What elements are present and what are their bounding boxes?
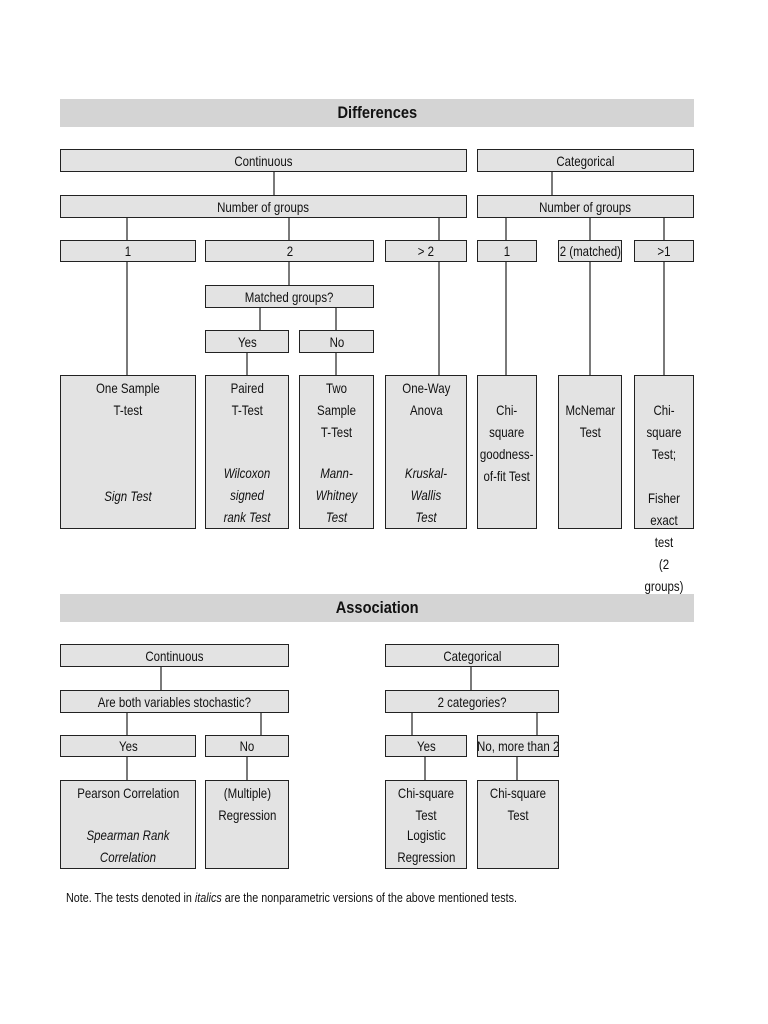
diff-matched-groups-label: Matched groups? [245,288,334,305]
differences-header: Differences [60,99,694,127]
diff-one-sample-box: One Sample T-test Sign Test [60,375,196,529]
wilcoxon-signed-rank-test: Wilcoxon signed rank Test [223,465,271,525]
assoc-continuous-node: Continuous [60,644,289,667]
two-sample-t-test: Two Sample T-Test [317,380,356,440]
one-sample-t-test: One Sample T-test [96,380,160,418]
diff-chi-fisher-box: Chi-square Test; Fisher exact test (2 gr… [634,375,694,594]
footnote-prefix: Note. The tests denoted in [66,891,195,905]
diff-group-gt2-label: > 2 [417,243,435,259]
assoc-categorical-label: Categorical [442,647,502,664]
assoc-two-categories-label: 2 categories? [437,693,507,710]
diff-group-2-node: 2 [205,240,374,262]
pearson-correlation: Pearson Correlation [76,785,180,801]
diff-group-1-node: 1 [60,240,196,262]
diff-cat-1-node: 1 [477,240,537,262]
diff-continuous-label: Continuous [234,152,293,169]
diff-matched-groups-node: Matched groups? [205,285,374,308]
diff-group-1-label: 1 [124,243,132,259]
assoc-continuous-label: Continuous [145,647,204,664]
assoc-chi-logistic-box: Chi-square Test Logistic Regression [385,780,467,869]
diff-continuous-node: Continuous [60,149,467,172]
diff-no-label: No [329,333,344,350]
differences-title: Differences [337,103,417,122]
assoc-cont-yes-node: Yes [60,735,196,757]
assoc-cat-no-more-than-2-node: No, more than 2 [477,735,559,757]
diff-one-way-box: One-Way Anova Kruskal-Wallis Test [385,375,467,529]
diff-chi-gof-box: Chi-square goodness- of-fit Test [477,375,537,529]
kruskal-wallis-test: Kruskal-Wallis Test [404,465,448,525]
multiple-regression: (Multiple) Regression [217,785,277,823]
assoc-cont-no-label: No [239,738,255,754]
chi-square-test-more-than-2: Chi-square Test [489,785,547,823]
assoc-regression-box: (Multiple) Regression [205,780,289,869]
chi-square-fisher-exact-test: Chi-square Test; Fisher exact test (2 gr… [644,402,684,594]
association-header: Association [60,594,694,622]
diff-no-node: No [299,330,374,353]
assoc-chi-square-box: Chi-square Test [477,780,559,869]
footnote-italics: italics [194,891,222,905]
diff-cat-gt1-node: >1 [634,240,694,262]
diff-cat-number-of-groups-node: Number of groups [477,195,694,218]
chi-square-goodness-of-fit-test: Chi-square goodness- of-fit Test [480,402,534,484]
logistic-regression: Logistic Regression [396,827,456,865]
diff-cont-number-of-groups-label: Number of groups [217,198,310,215]
assoc-stochastic-node: Are both variables stochastic? [60,690,289,713]
one-way-anova: One-Way Anova [401,380,451,418]
assoc-cat-yes-node: Yes [385,735,467,757]
diff-group-2-label: 2 [286,243,293,259]
assoc-cat-no-more-than-2-label: No, more than 2 [476,738,560,754]
assoc-cont-yes-label: Yes [118,738,138,754]
chi-square-test: Chi-square Test [397,785,455,823]
diff-mcnemar-box: McNemar Test [558,375,622,529]
sign-test: Sign Test [104,488,152,504]
diff-cat-number-of-groups-label: Number of groups [539,198,632,215]
diff-paired-box: Paired T-Test Wilcoxon signed rank Test [205,375,289,529]
footnote-suffix: are the nonparametric versions of the ab… [221,891,517,905]
assoc-two-categories-node: 2 categories? [385,690,559,713]
diff-cat-1-label: 1 [503,243,511,259]
assoc-cont-no-node: No [205,735,289,757]
diff-categorical-node: Categorical [477,149,694,172]
diff-yes-node: Yes [205,330,289,353]
association-title: Association [335,598,419,617]
diff-group-gt2-node: > 2 [385,240,467,262]
assoc-categorical-node: Categorical [385,644,559,667]
mcnemar-test: McNemar Test [565,402,615,440]
paired-t-test: Paired T-Test [230,380,264,418]
footnote: Note. The tests denoted in italics are t… [66,891,590,905]
diff-yes-label: Yes [237,333,257,350]
mann-whitney-test: Mann-Whitney Test [315,465,358,525]
diff-cat-2-matched-label: 2 (matched) [559,243,621,259]
diff-cont-number-of-groups-node: Number of groups [60,195,467,218]
diff-categorical-label: Categorical [556,152,615,169]
diff-two-sample-box: Two Sample T-Test Mann-Whitney Test [299,375,374,529]
spearman-rank-correlation: Spearman Rank Correlation [86,827,170,865]
assoc-cat-yes-label: Yes [416,738,436,754]
assoc-stochastic-label: Are both variables stochastic? [97,693,252,710]
assoc-pearson-box: Pearson Correlation Spearman Rank Correl… [60,780,196,869]
diff-cat-2-matched-node: 2 (matched) [558,240,622,262]
diff-cat-gt1-label: >1 [657,243,671,259]
